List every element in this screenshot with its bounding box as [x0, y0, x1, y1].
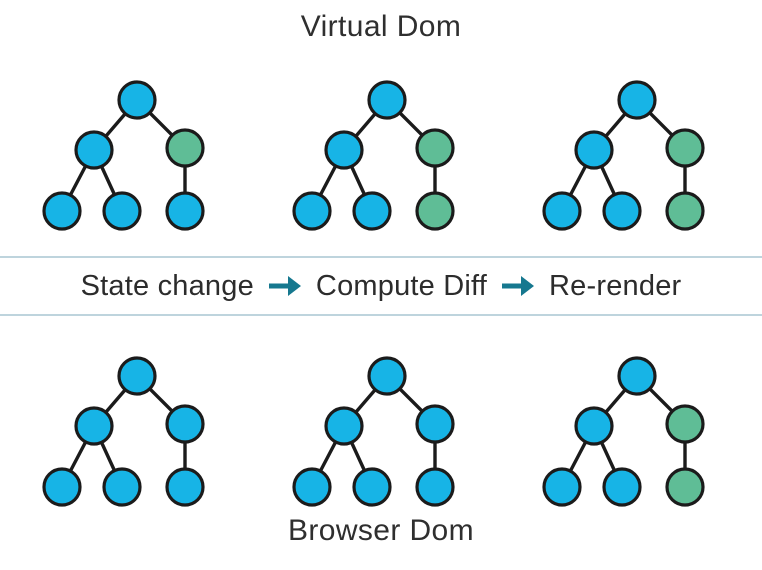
- arrow-right-icon: [268, 271, 302, 301]
- tree-node-left-child: [574, 130, 614, 170]
- tree-node-leaf-3: [165, 191, 205, 231]
- tree-node-left-child: [574, 406, 614, 446]
- tree-node-left-child: [324, 406, 364, 446]
- virtual-dom-tree-3: [542, 80, 705, 231]
- tree-node-root: [617, 80, 657, 120]
- tree-node-root: [117, 356, 157, 396]
- tree-node-root: [367, 80, 407, 120]
- tree-node-right-child: [665, 128, 705, 168]
- tree-node-leaf-2: [352, 467, 392, 507]
- tree-node-leaf-3: [665, 191, 705, 231]
- tree-node-right-child: [415, 404, 455, 444]
- tree-node-leaf-1: [542, 467, 582, 507]
- tree-node-left-child: [74, 130, 114, 170]
- arrow-right-icon: [501, 271, 535, 301]
- tree-node-leaf-3: [165, 467, 205, 507]
- process-step-compute-diff: Compute Diff: [315, 269, 488, 302]
- tree-node-leaf-1: [292, 467, 332, 507]
- virtual-dom-tree-2: [292, 80, 455, 231]
- browser-dom-tree-2: [292, 356, 455, 507]
- process-band: State change Compute Diff Re-render: [0, 256, 762, 316]
- browser-dom-tree-1: [42, 356, 205, 507]
- page-title-virtual-dom: Virtual Dom: [300, 10, 462, 43]
- process-step-re-render: Re-render: [549, 269, 682, 302]
- tree-node-left-child: [324, 130, 364, 170]
- tree-node-right-child: [665, 404, 705, 444]
- tree-node-leaf-3: [415, 191, 455, 231]
- tree-node-leaf-3: [665, 467, 705, 507]
- tree-node-leaf-2: [102, 467, 142, 507]
- tree-node-leaf-3: [415, 467, 455, 507]
- tree-node-leaf-1: [542, 191, 582, 231]
- tree-node-leaf-2: [352, 191, 392, 231]
- tree-node-right-child: [415, 128, 455, 168]
- tree-node-leaf-1: [292, 191, 332, 231]
- virtual-dom-tree-1: [42, 80, 205, 231]
- browser-dom-tree-3: [542, 356, 705, 507]
- tree-node-leaf-1: [42, 467, 82, 507]
- tree-node-leaf-2: [602, 191, 642, 231]
- tree-node-left-child: [74, 406, 114, 446]
- tree-node-right-child: [165, 404, 205, 444]
- tree-node-leaf-1: [42, 191, 82, 231]
- tree-node-root: [117, 80, 157, 120]
- tree-node-root: [617, 356, 657, 396]
- tree-node-leaf-2: [102, 191, 142, 231]
- tree-node-root: [367, 356, 407, 396]
- process-step-state-change: State change: [80, 269, 254, 302]
- page-title-browser-dom: Browser Dom: [287, 514, 475, 547]
- tree-node-right-child: [165, 128, 205, 168]
- tree-node-leaf-2: [602, 467, 642, 507]
